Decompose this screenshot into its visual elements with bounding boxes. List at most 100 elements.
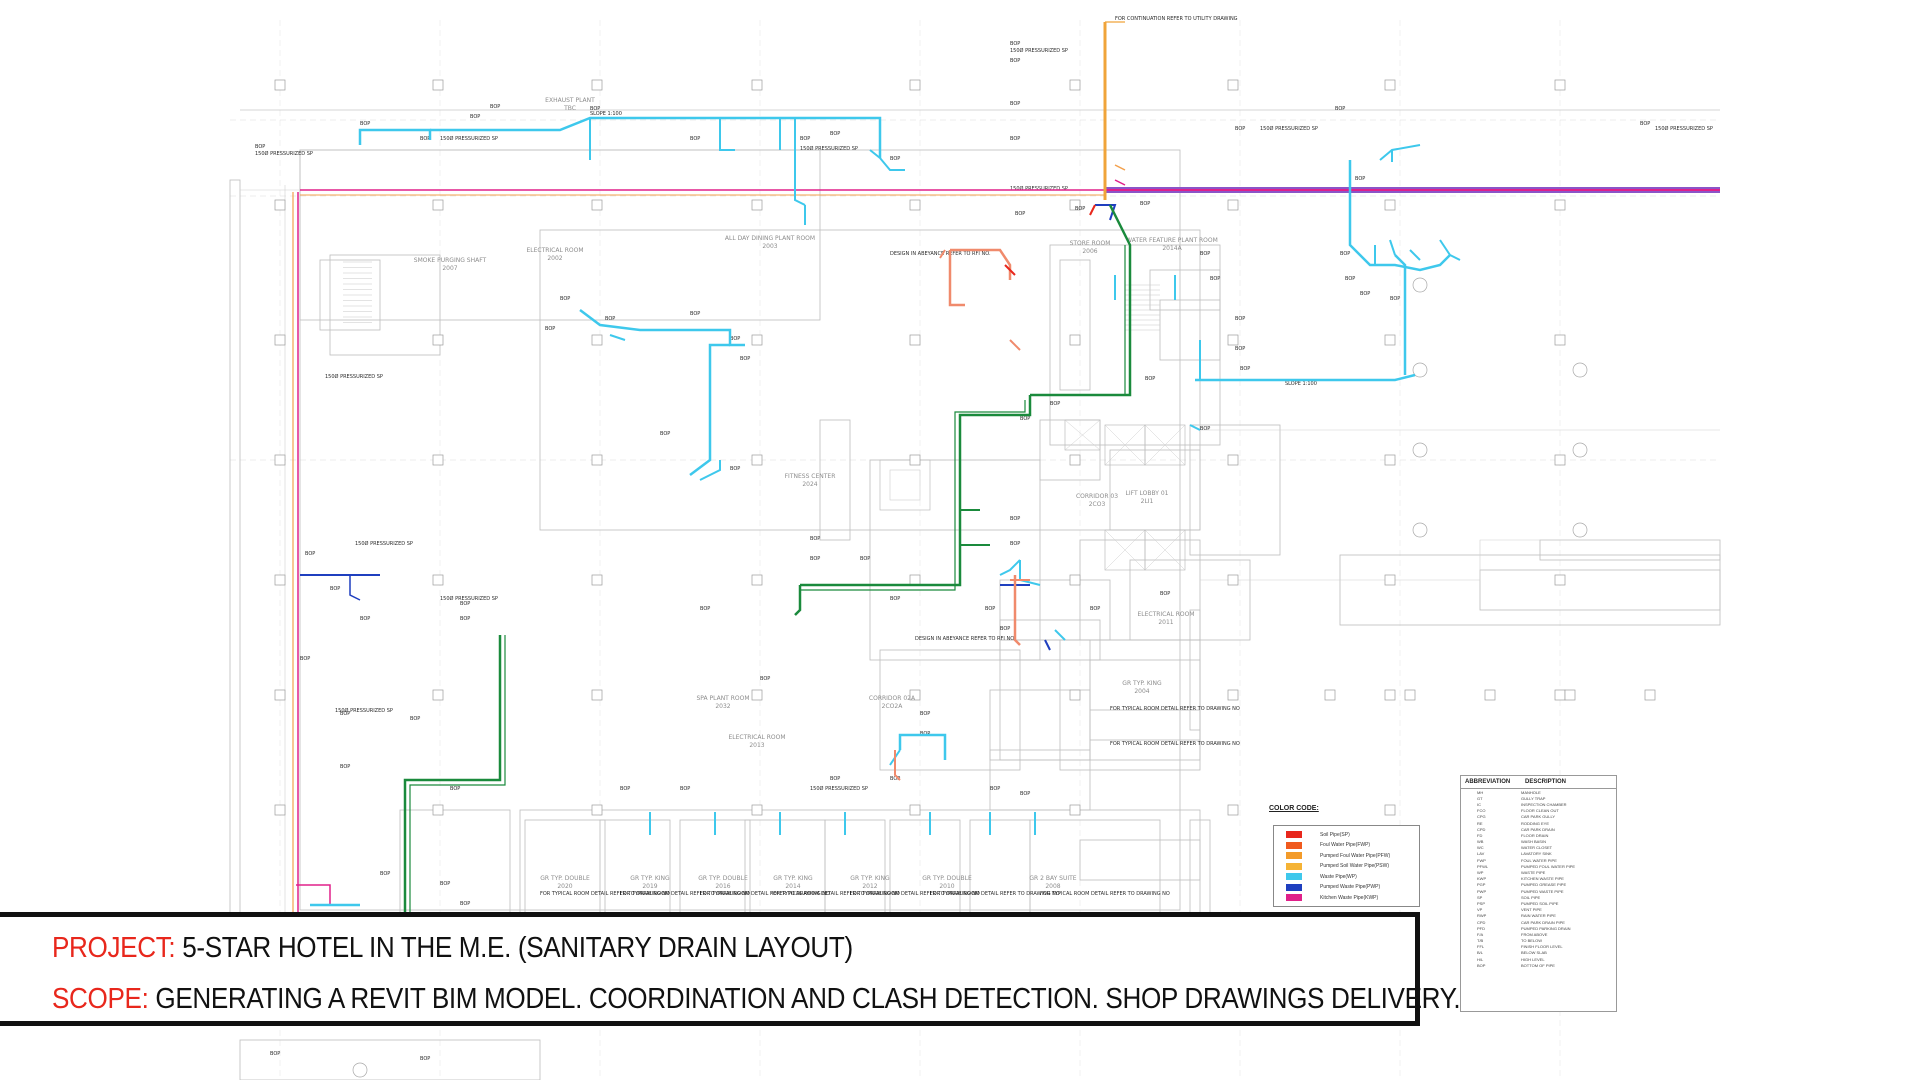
abbreviation-code: KWP (1477, 876, 1487, 882)
column (591, 334, 603, 346)
abbreviation-code: WC (1477, 845, 1484, 851)
room-number: 2004 (1134, 688, 1149, 695)
abbreviation-description: CAR PARK DRAIN (1521, 826, 1555, 832)
pipe-tag: BOP (1335, 106, 1345, 112)
pressurized-note: 150Ø PRESSURIZED SP (440, 595, 498, 602)
pressurized-note: 150Ø PRESSURIZED SP (1010, 185, 1068, 192)
project-label: PROJECT: (52, 932, 176, 964)
column (432, 574, 444, 586)
room-number: 2016 (715, 883, 730, 890)
room-number: 2002 (547, 255, 562, 262)
pipe-tag: BOP (255, 144, 265, 150)
waste-pipe (1409, 249, 1421, 261)
typical-room-note: FOR TYPICAL ROOM DETAIL REFER TO DRAWING… (930, 891, 1060, 897)
abbreviation-description: BELOW SLAB (1521, 950, 1547, 956)
round-column (1412, 442, 1428, 458)
pipe-tag: BOP (1145, 376, 1155, 382)
room-name: SMOKE PURGING SHAFT (414, 257, 487, 264)
pipe-tag: BOP (270, 1051, 280, 1057)
abbreviation-description: FLOOR CLEAN OUT (1521, 808, 1559, 814)
pipe-tag: BOP (1235, 346, 1245, 352)
pressurized-note: 150Ø PRESSURIZED SP (335, 707, 393, 714)
typical-room-note: FOR TYPICAL ROOM DETAIL REFER TO DRAWING… (850, 891, 980, 897)
abbreviation-row: WC WATER CLOSET (1461, 845, 1616, 851)
room-name: CORRIDOR 03 (1076, 493, 1118, 500)
abbreviation-description: CAR PARK GULLY (1521, 814, 1556, 820)
column (1069, 454, 1081, 466)
room-name: ELECTRICAL ROOM (1137, 611, 1194, 618)
room-number: 2008 (1045, 883, 1060, 890)
pipe-tag: BOP (690, 311, 700, 317)
abbreviation-code: FCO (1477, 808, 1486, 814)
pressurized-note: 150Ø PRESSURIZED SP (1655, 125, 1713, 132)
color-code-label: Soil Pipe(SP) (1320, 831, 1350, 838)
lift-cross (1064, 419, 1101, 451)
abbreviation-code: FFL (1477, 944, 1485, 950)
wall (969, 819, 1031, 921)
column (1069, 804, 1081, 816)
waste-pipe (869, 149, 881, 159)
column (591, 574, 603, 586)
pipe-tag: BOP (410, 716, 420, 722)
pipe-tag: BOP (1010, 541, 1020, 547)
wall (1339, 554, 1721, 626)
waste-pipe (999, 559, 1021, 576)
wall (319, 259, 381, 331)
waste-pipe (1348, 160, 1451, 272)
waste-pipe (879, 157, 905, 171)
column (274, 199, 286, 211)
pipe-tag: BOP (1235, 126, 1245, 132)
design-abeyance-note: DESIGN IN ABEYANCE REFER TO RFI NO. (915, 636, 1016, 642)
pipe-tag: BOP (985, 606, 995, 612)
abbreviation-description: WATER CLOSET (1521, 845, 1553, 851)
wall (1089, 659, 1201, 741)
column (751, 199, 763, 211)
column (1554, 199, 1566, 211)
pipe-tag: BOP (1010, 58, 1020, 64)
column (1554, 689, 1566, 701)
column (1384, 804, 1396, 816)
column (1069, 689, 1081, 701)
wall (1059, 259, 1091, 391)
column (274, 79, 286, 91)
abbreviation-code: WB (1477, 839, 1484, 845)
room-name: GR 2 BAY SUITE (1029, 875, 1076, 882)
wall (824, 819, 886, 921)
abbreviation-description: WASTE PIPE (1521, 870, 1546, 876)
project-caption-banner: PROJECT: 5-STAR HOTEL IN THE M.E. (SANIT… (0, 912, 1461, 1026)
drain-pipes (292, 21, 1720, 915)
column (591, 79, 603, 91)
column (751, 79, 763, 91)
pressurized-note: 150Ø PRESSURIZED SP (355, 540, 413, 547)
vent-pipe (794, 585, 802, 616)
round-column (1412, 362, 1428, 378)
column (909, 574, 921, 586)
abbreviation-description: RODDING EYE (1521, 820, 1550, 826)
pipe-tag: BOP (1355, 176, 1365, 182)
column (432, 334, 444, 346)
vent-pipe (1030, 204, 1132, 397)
column (1554, 334, 1566, 346)
abbreviation-description: BOTTOM OF PIPE (1521, 962, 1555, 968)
pipe-tag: BOP (620, 786, 630, 792)
column (909, 689, 921, 701)
pipe-tag: BOP (730, 466, 740, 472)
pipe-tag: BOP (680, 786, 690, 792)
room-number: 2013 (749, 742, 764, 749)
pipe-tag: BOP (560, 296, 570, 302)
column (591, 454, 603, 466)
abbreviation-code: GT (1477, 795, 1483, 801)
room-name: GR TYP. DOUBLE (922, 875, 972, 882)
pipe-tag: BOP (830, 131, 840, 137)
abbreviation-description: PUMPED GREASE PIPE (1521, 882, 1567, 888)
pipe-tag: BOP (1200, 426, 1210, 432)
color-code-item: Kitchen Waste Pipe(KWP) (1286, 893, 1378, 902)
color-code-title: COLOR CODE: (1269, 805, 1319, 812)
